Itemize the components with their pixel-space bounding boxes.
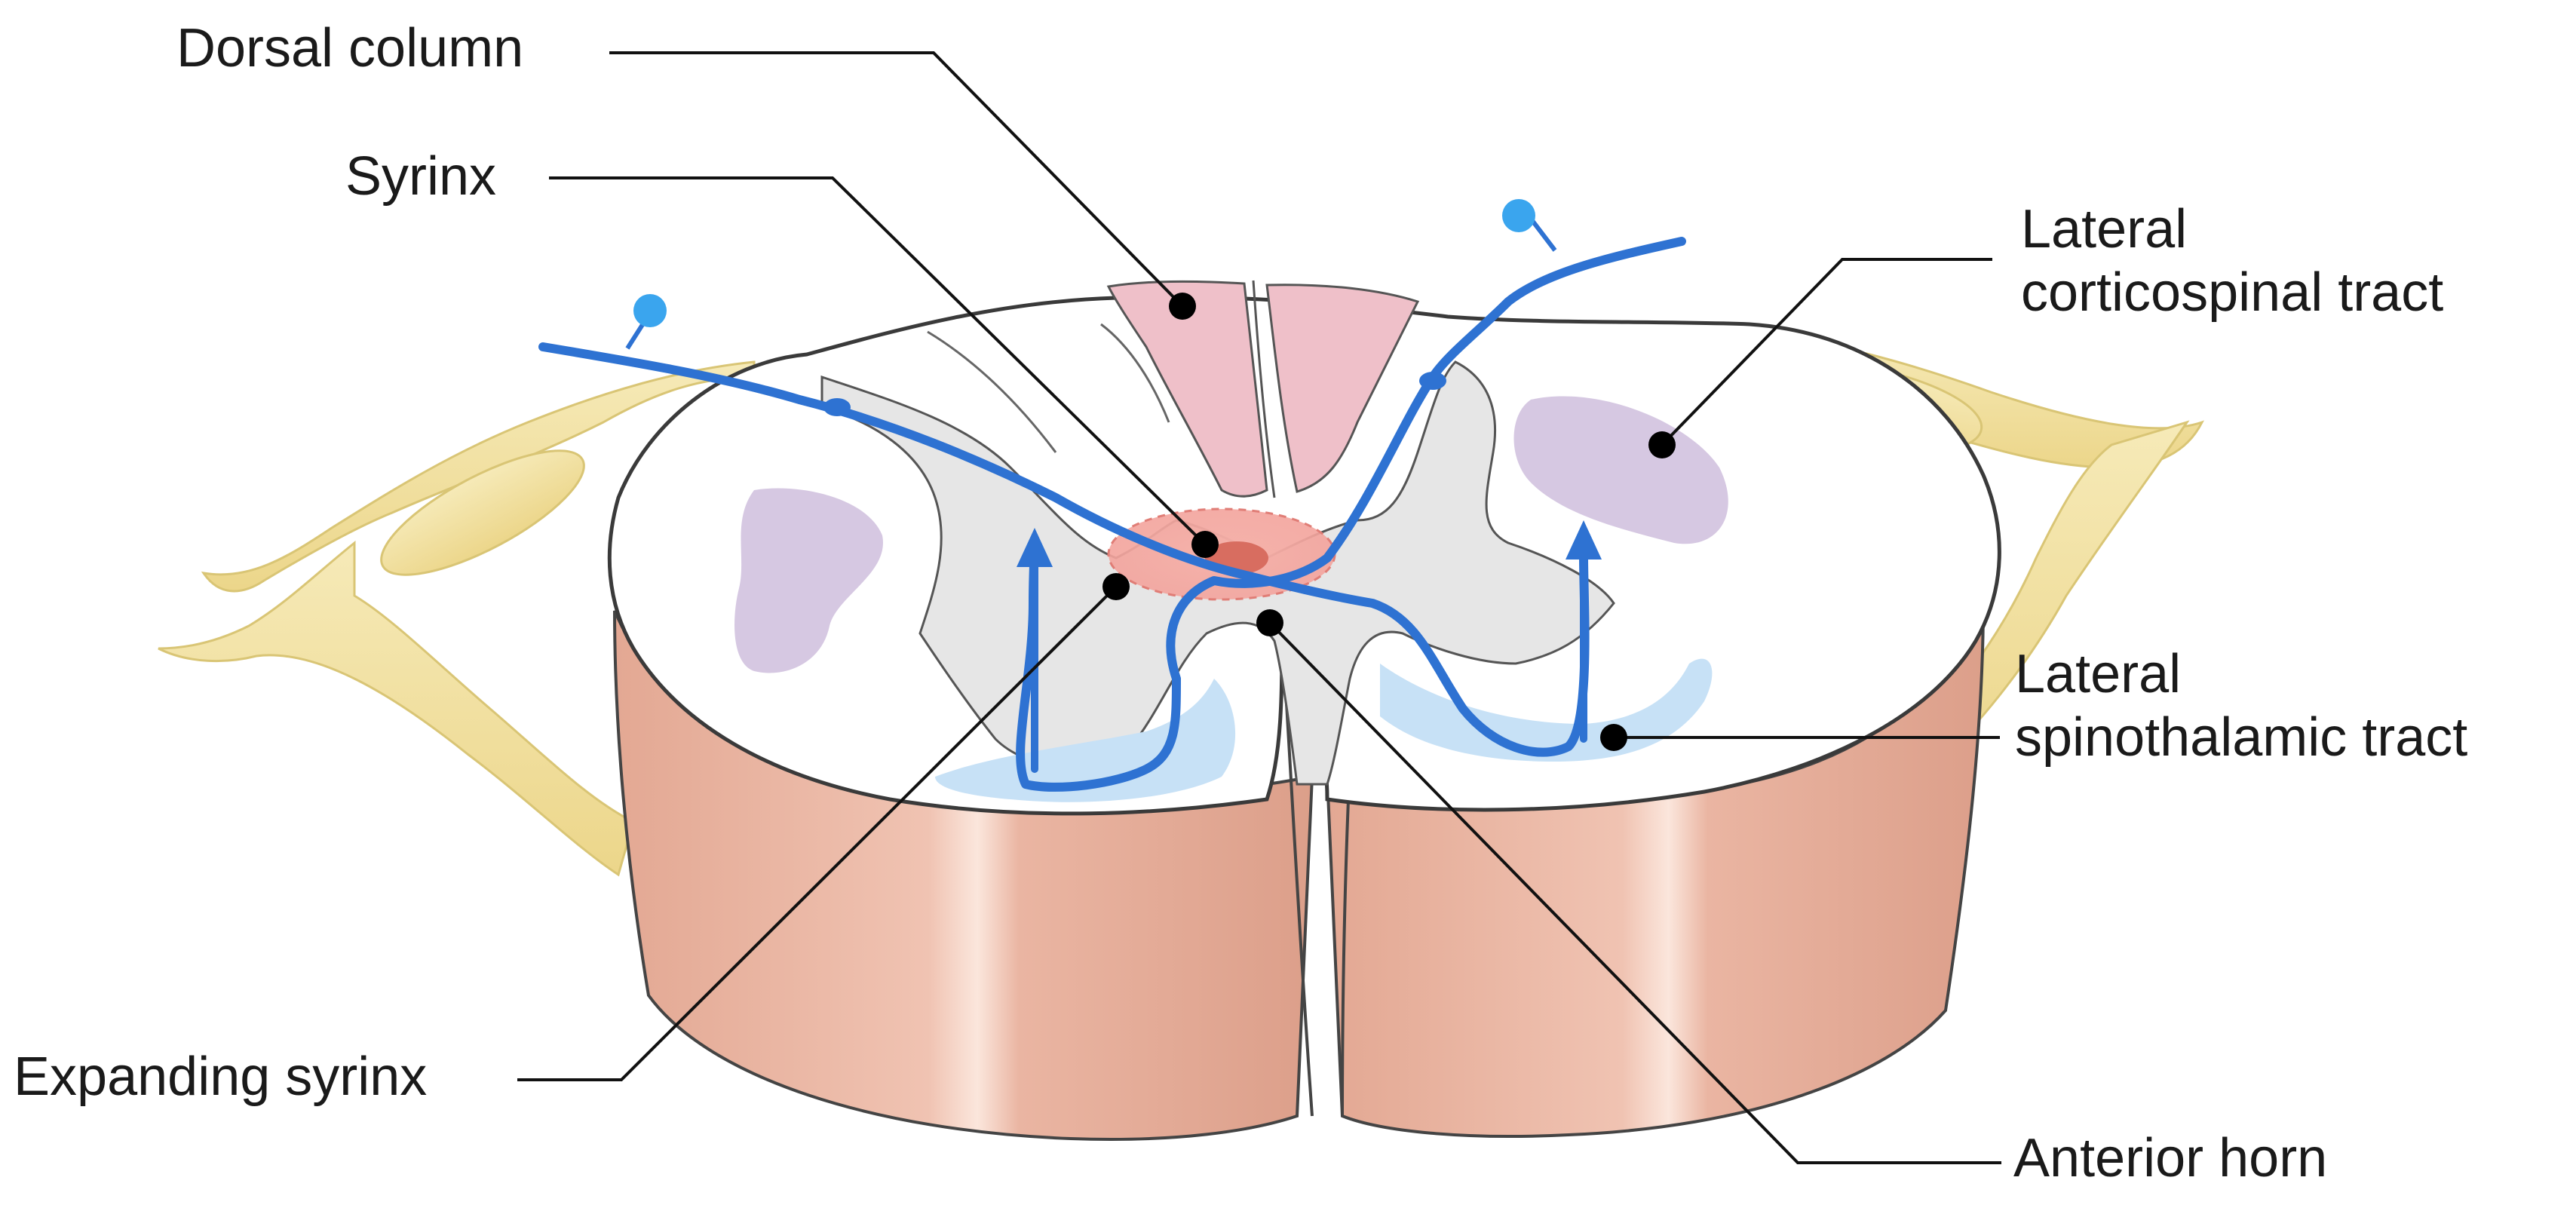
label-lateral-spinothalamic-tract: Lateral spinothalamic tract: [2015, 642, 2467, 769]
leader-lines: [517, 51, 2001, 1164]
leader-expanding-syrinx: [517, 585, 1118, 1081]
pointer-dot-icon: [1256, 609, 1283, 636]
label-lateral-corticospinal-tract: Lateral corticospinal tract: [2021, 198, 2443, 324]
pointer-dot-icon: [1102, 573, 1130, 600]
dorsal-median-sulcus: [1252, 280, 1276, 498]
spinothalamic-tract-right: [1380, 658, 1713, 762]
left-receptor-icon: [633, 294, 667, 327]
leader-syrinx: [549, 176, 1207, 546]
pointer-dot-icon: [1169, 293, 1196, 320]
corticospinal-tract-left: [734, 488, 883, 673]
neuron-pathways: [538, 237, 1686, 792]
label-dorsal-column: Dorsal column: [176, 18, 524, 78]
dorsal-column-right: [1265, 284, 1420, 493]
leader-anterior-horn: [1268, 621, 2001, 1164]
left-afferent-fiber: [538, 342, 1590, 757]
left-ascending-arrowhead-icon: [1017, 528, 1053, 567]
pointer-dots: [1102, 293, 1676, 751]
pointer-dot-icon: [1648, 431, 1676, 458]
label-lateral-corticospinal-line1: Lateral: [2021, 199, 2188, 259]
label-expanding-syrinx: Expanding syrinx: [14, 1047, 428, 1107]
pointer-dot-icon: [1600, 724, 1627, 751]
right-ascending-arrowhead-icon: [1566, 520, 1602, 560]
dorsal-intermediate-line: [927, 323, 1170, 453]
label-anterior-horn: Anterior horn: [2013, 1128, 2328, 1188]
dorsal-column-region: [927, 280, 1420, 498]
dorsal-column-left: [1106, 280, 1268, 498]
right-receptor-stalk: [1529, 217, 1557, 252]
label-lateral-corticospinal-line2: corticospinal tract: [2021, 262, 2444, 323]
label-lateral-spinothalamic-line2: spinothalamic tract: [2015, 707, 2468, 768]
spinothalamic-tract-left: [935, 679, 1236, 802]
right-afferent-fiber: [1016, 237, 1686, 792]
leader-lateral-corticospinal: [1661, 258, 1992, 446]
left-ganglion-cell-icon: [823, 398, 851, 416]
pointer-dot-icon: [1191, 531, 1219, 558]
label-syrinx: Syrinx: [345, 146, 497, 207]
left-dorsal-root-ganglion: [380, 449, 585, 576]
right-receptor-icon: [1502, 199, 1535, 232]
left-spinal-nerve: [158, 540, 635, 877]
right-ganglion-cell-icon: [1419, 372, 1446, 390]
leader-dorsal-column: [609, 51, 1184, 308]
receptors: [625, 199, 1557, 416]
label-lateral-spinothalamic-line1: Lateral: [2015, 644, 2182, 704]
